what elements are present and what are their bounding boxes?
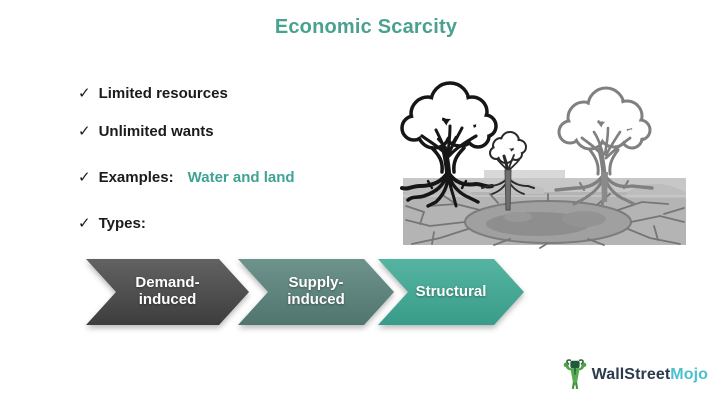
bullet-label: Unlimited wants — [98, 123, 214, 140]
page-title: Economic Scarcity — [274, 16, 458, 38]
bullet-types: ✓ Types: — [78, 214, 146, 232]
brand-text: WallStreetMojo — [592, 366, 708, 384]
arrow-label-line1: Supply- — [288, 274, 344, 292]
checkmark-icon: ✓ — [78, 85, 91, 102]
checkmark-icon: ✓ — [78, 215, 91, 232]
bullet-unlimited-wants: ✓ Unlimited wants — [78, 122, 214, 140]
process-arrow-structural: Structural — [378, 259, 524, 325]
checkmark-icon: ✓ — [78, 123, 91, 140]
process-arrow-demand-induced: Demand- induced — [86, 259, 249, 325]
bullet-value: Water and land — [187, 169, 295, 186]
process-arrow-supply-induced: Supply- induced — [238, 259, 394, 325]
arrow-label-line2: induced — [287, 291, 345, 308]
chevron-shape: Supply- induced — [238, 259, 394, 325]
checkmark-icon: ✓ — [78, 169, 91, 186]
brand-logo: WallStreetMojo — [563, 359, 708, 391]
bullet-label: Limited resources — [98, 85, 228, 102]
bullet-label: Types: — [98, 215, 146, 232]
chevron-shape: Structural — [378, 259, 524, 325]
arrow-label-line2: induced — [138, 291, 197, 308]
brand-text-primary: WallStreet — [591, 366, 671, 383]
bullet-examples: ✓ Examples: Water and land — [78, 168, 295, 186]
drought-dead-trees-illustration — [400, 81, 686, 249]
arrow-label-line1: Demand- — [135, 274, 200, 292]
chevron-shape: Demand- induced — [86, 259, 249, 325]
brand-text-accent: Mojo — [670, 366, 708, 383]
bullet-label: Examples: — [98, 169, 174, 186]
bullet-limited-resources: ✓ Limited resources — [78, 84, 228, 102]
arrow-label-line1: Structural — [415, 282, 487, 300]
bull-mascot-icon — [563, 359, 586, 389]
